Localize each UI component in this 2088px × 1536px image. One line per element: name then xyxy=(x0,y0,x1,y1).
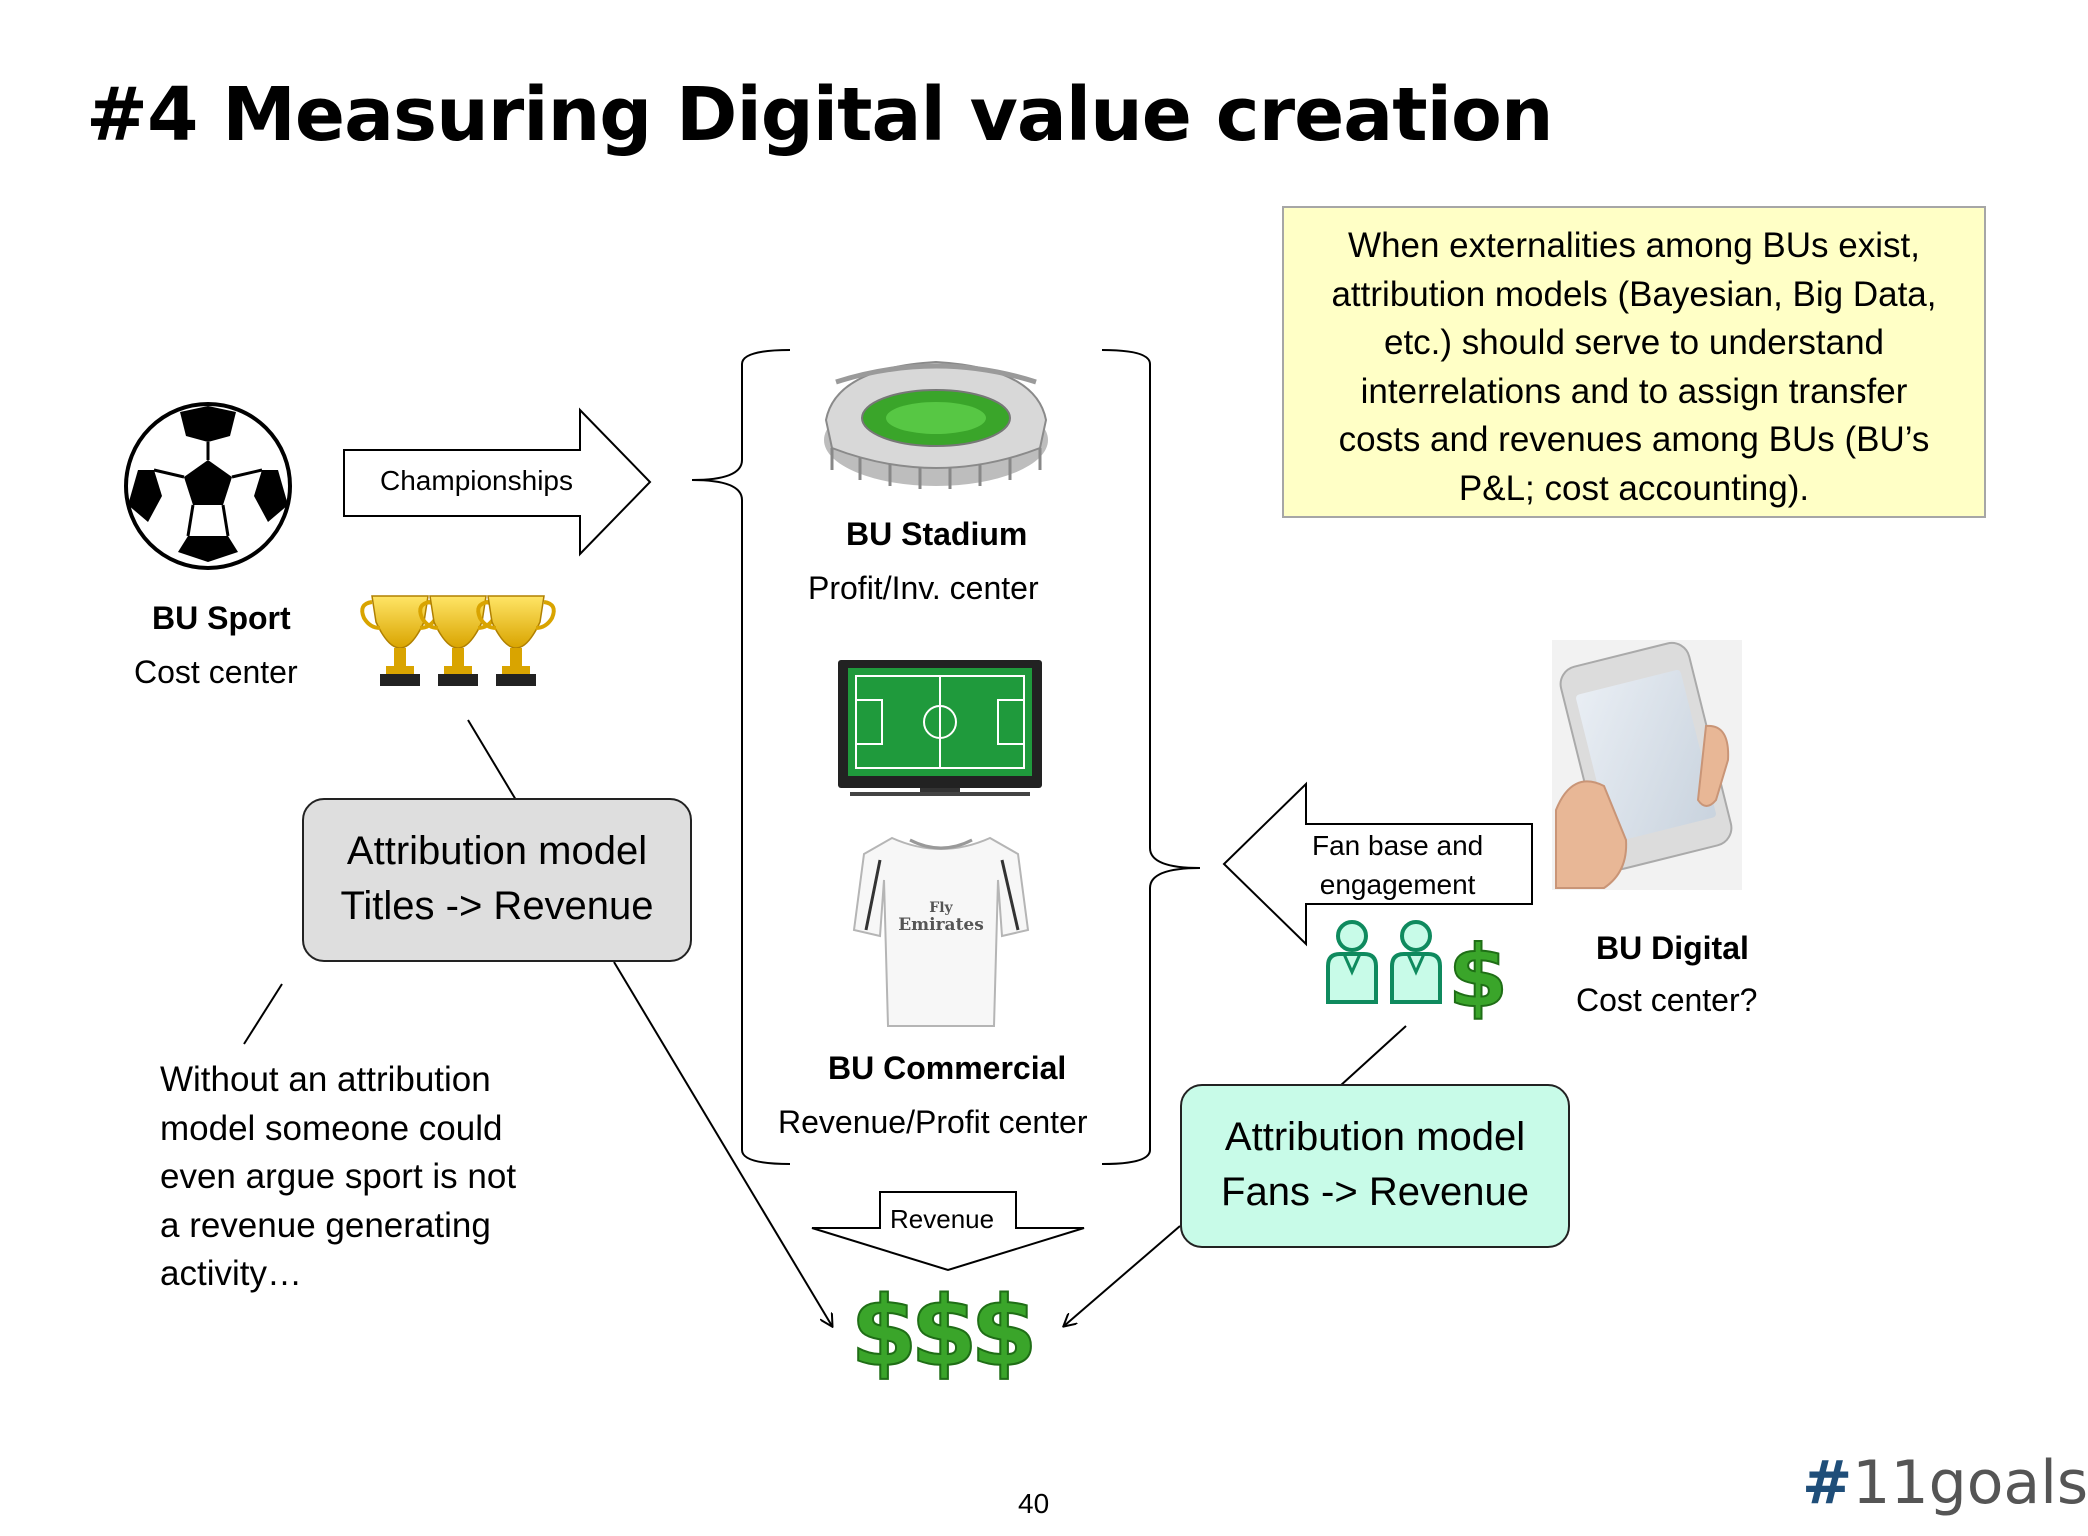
bu-digital-name: BU Digital xyxy=(1596,930,1749,966)
fan-base-label-line: engagement xyxy=(1319,869,1476,900)
side-note: Without an attribution model someone cou… xyxy=(160,1056,580,1299)
model-fans-line1: Attribution model xyxy=(1224,1115,1526,1159)
bu-sport-name: BU Sport xyxy=(152,600,291,636)
trophies-icon xyxy=(360,595,556,686)
note-line: costs and revenues among BUs (BU’s xyxy=(1338,420,1930,459)
fans-icon: $ xyxy=(1326,920,1509,1028)
note-line: P&L; cost accounting). xyxy=(1458,468,1810,508)
externalities-note: When externalities among BUs exist, attr… xyxy=(1282,206,1986,518)
jersey-text-line: Fly xyxy=(929,900,953,916)
bu-stadium-name: BU Stadium xyxy=(846,516,1028,552)
revenue-arrow xyxy=(811,1191,1085,1272)
side-note-line: model someone could xyxy=(160,1108,503,1148)
fans-to-revenue-arrow xyxy=(1064,1225,1181,1326)
smartphone-icon xyxy=(1552,640,1742,890)
note-line: etc.) should serve to understand xyxy=(1383,323,1884,362)
championships-label: Championships xyxy=(380,465,573,496)
dollar-sign: $ xyxy=(851,1276,918,1388)
bu-stadium-role: Profit/Inv. center xyxy=(808,570,1039,606)
side-note-line: even argue sport is not xyxy=(160,1157,517,1196)
jersey-icon: Fly Emirates xyxy=(852,836,1030,1027)
championships-arrow xyxy=(343,407,652,557)
connector-line xyxy=(243,983,283,1045)
stadium-icon xyxy=(824,360,1048,489)
slide-title: #4 Measuring Digital value creation xyxy=(86,72,1553,158)
revenue-label: Revenue xyxy=(890,1204,995,1234)
fan-base-label: Fan base and engagement xyxy=(1312,826,1483,904)
connector-line xyxy=(1339,1025,1407,1087)
logo-hash: # xyxy=(1802,1448,1853,1518)
fan-base-arrow xyxy=(1222,781,1533,947)
bu-digital-role: Cost center? xyxy=(1576,982,1758,1018)
bu-commercial-role: Revenue/Profit center xyxy=(778,1104,1088,1140)
note-line: When externalities among BUs exist, xyxy=(1348,226,1920,265)
11goals-logo: #11goals xyxy=(1802,1448,2088,1518)
side-note-line: activity… xyxy=(160,1254,302,1293)
model-titles-line1: Attribution model xyxy=(346,829,648,873)
note-line: interrelations and to assign transfer xyxy=(1360,371,1908,411)
bu-commercial-name: BU Commercial xyxy=(828,1050,1067,1086)
tv-pitch-icon xyxy=(838,660,1042,796)
side-note-line: a revenue generating xyxy=(160,1205,491,1245)
page-number: 40 xyxy=(1018,1488,1050,1519)
model-fans-line2: Fans -> Revenue xyxy=(1221,1170,1529,1214)
jersey-text-line: Emirates xyxy=(898,915,984,935)
dollar-signs-icon: $ $ $ xyxy=(850,1275,1039,1389)
dollar-sign: $ xyxy=(1448,927,1508,1027)
dollar-sign: $ xyxy=(911,1276,978,1388)
attribution-model-fans-box: Attribution model Fans -> Revenue xyxy=(1180,1084,1570,1248)
titles-to-revenue-arrow xyxy=(613,961,832,1326)
left-brace xyxy=(691,349,791,1165)
soccer-ball-icon xyxy=(124,402,292,570)
note-line: attribution models (Bayesian, Big Data, xyxy=(1331,274,1937,314)
fan-base-label-line: Fan base and xyxy=(1312,830,1484,861)
model-titles-line2: Titles -> Revenue xyxy=(340,884,654,928)
right-brace xyxy=(1101,349,1201,1165)
bu-sport-role: Cost center xyxy=(134,654,298,690)
attribution-model-titles-box: Attribution model Titles -> Revenue xyxy=(302,798,692,962)
dollar-sign: $ xyxy=(971,1276,1038,1388)
side-note-line: Without an attribution xyxy=(160,1060,491,1099)
logo-text: 11goals xyxy=(1852,1448,2088,1518)
connector-line xyxy=(467,719,517,801)
